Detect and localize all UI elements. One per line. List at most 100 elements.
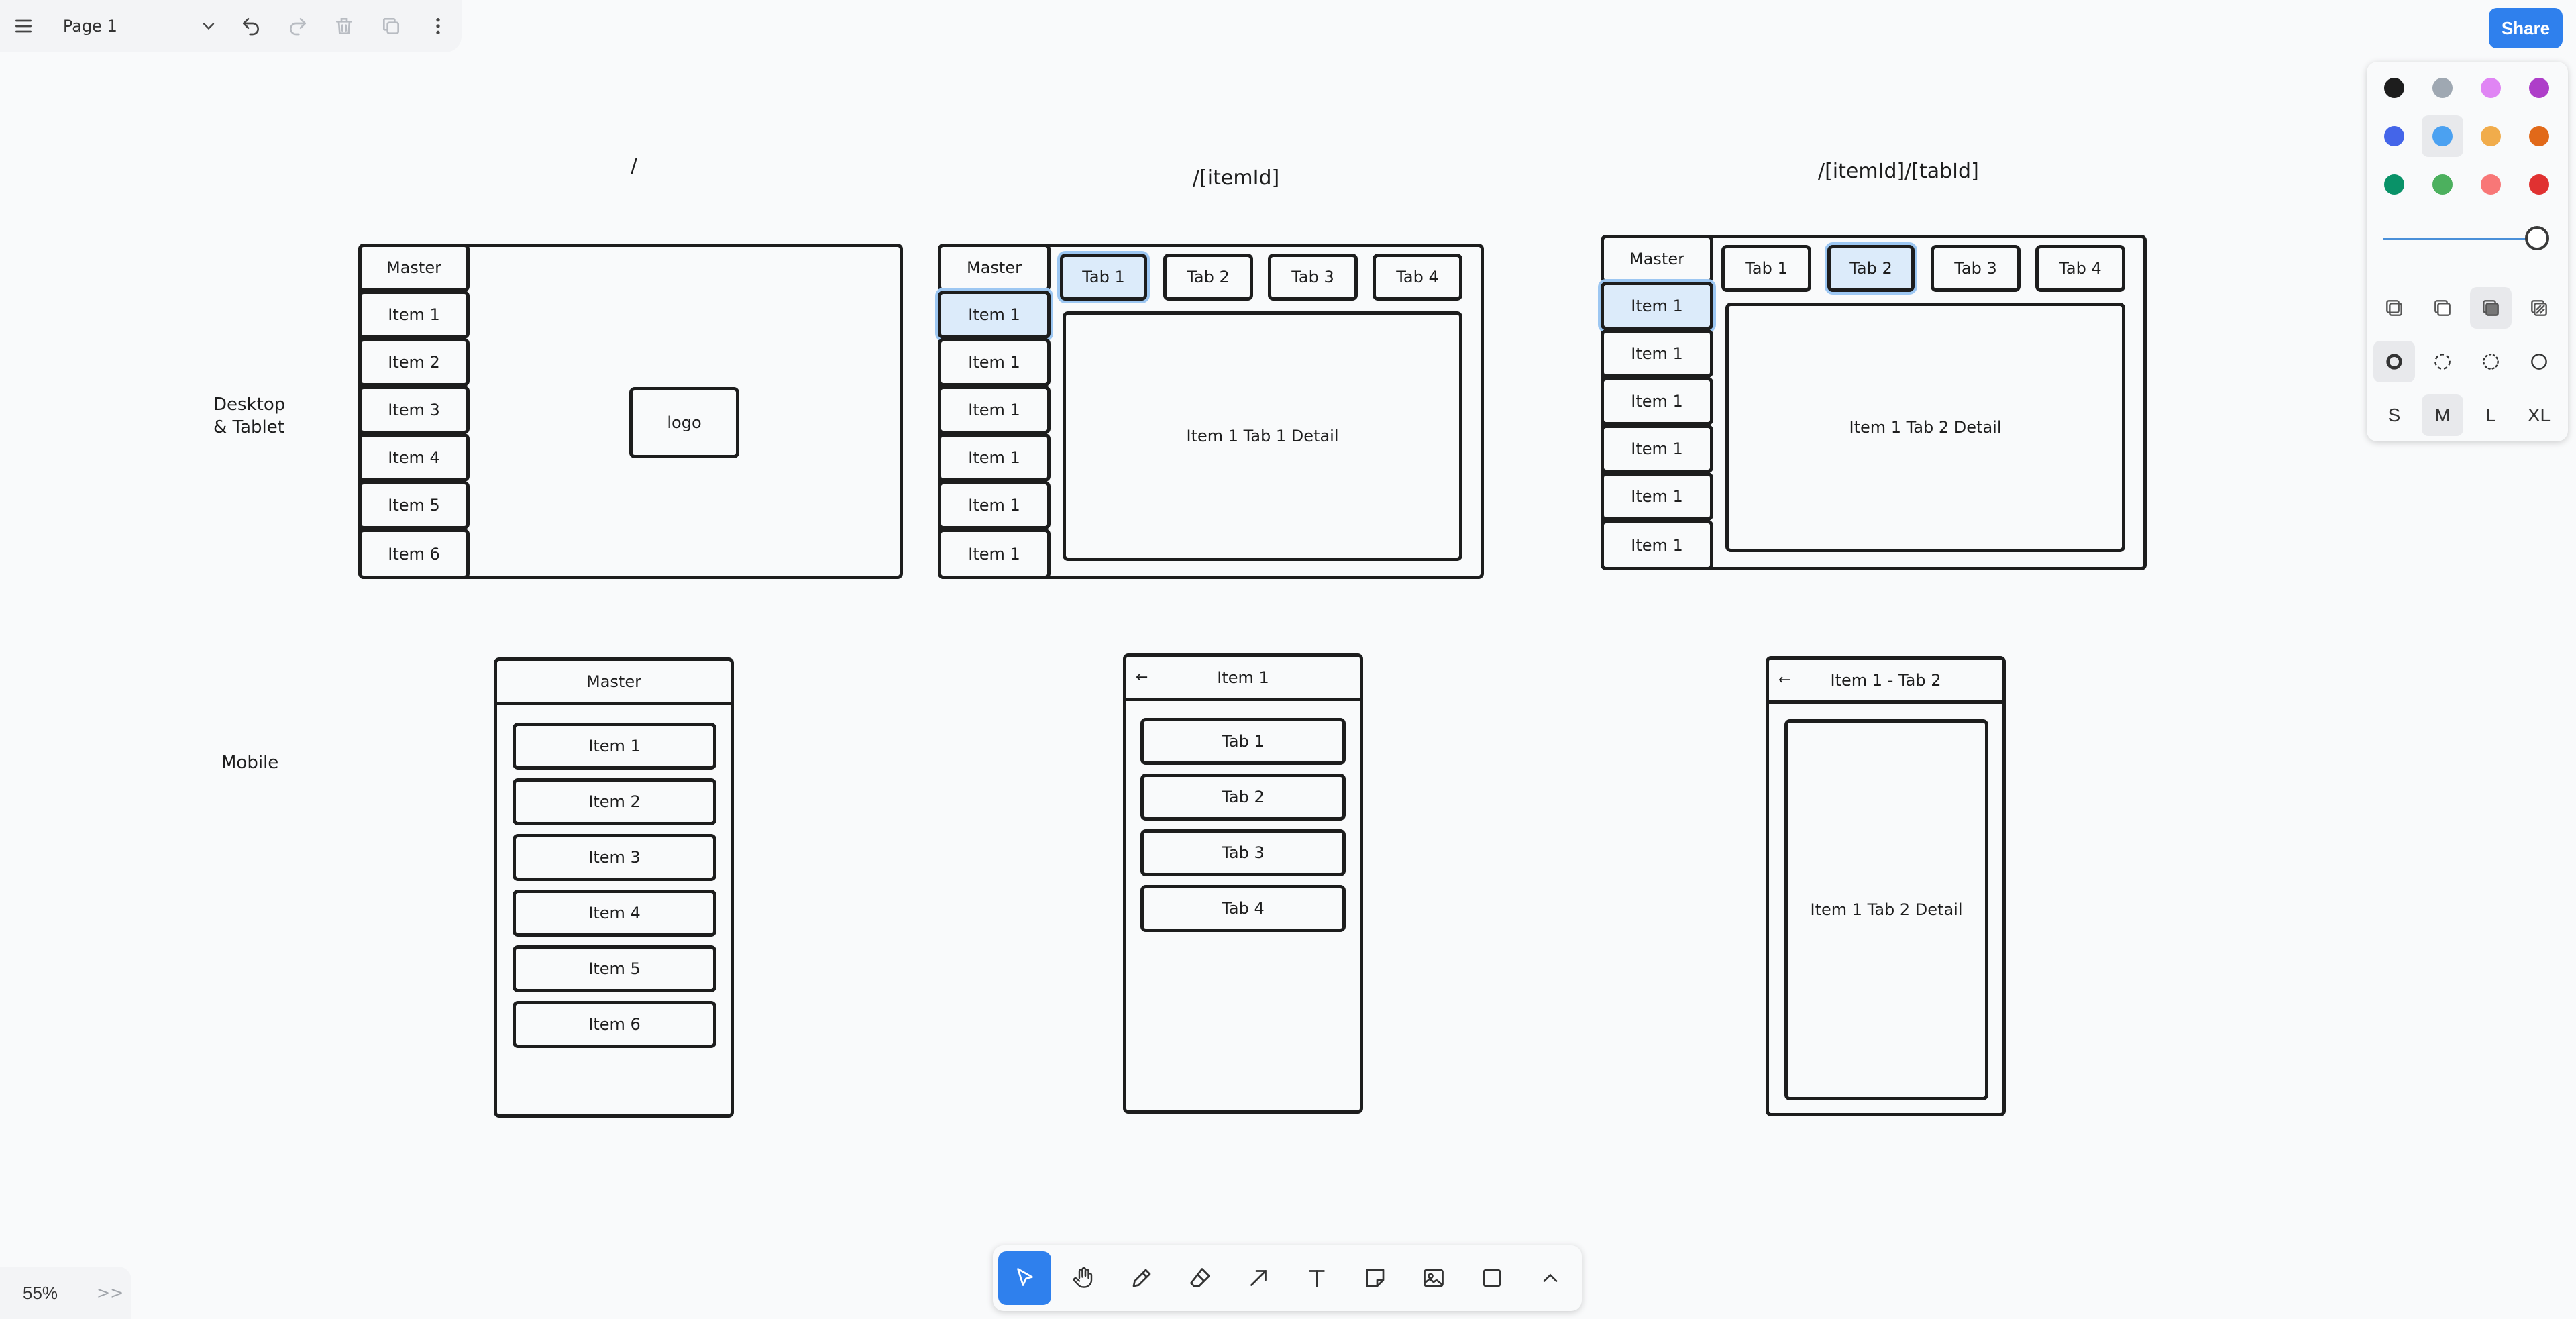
size-l-button[interactable]: L	[2470, 394, 2512, 436]
fill-semi-icon[interactable]	[2422, 287, 2463, 329]
color-swatch[interactable]	[2373, 67, 2415, 109]
item-box[interactable]: Item 1	[938, 481, 1051, 529]
menu-icon[interactable]	[0, 0, 47, 52]
item-box[interactable]: Item 5	[358, 481, 470, 529]
list-item[interactable]: Item 4	[513, 890, 716, 937]
fill-none-icon[interactable]	[2373, 287, 2415, 329]
item-box[interactable]: Item 1	[938, 529, 1051, 579]
item-box[interactable]: Item 2	[358, 338, 470, 386]
more-tools-button[interactable]	[1523, 1251, 1576, 1305]
item-box[interactable]: Item 1	[938, 338, 1051, 386]
logo-box[interactable]: logo	[629, 387, 739, 458]
list-item[interactable]: Item 5	[513, 945, 716, 992]
dash-dotted-icon[interactable]	[2470, 341, 2512, 382]
fill-pattern-icon[interactable]	[2518, 287, 2560, 329]
fill-solid-icon[interactable]	[2470, 287, 2512, 329]
rectangle-tool[interactable]	[1465, 1251, 1518, 1305]
eraser-tool[interactable]	[1173, 1251, 1226, 1305]
list-item[interactable]: Tab 2	[1140, 774, 1346, 821]
size-xl-button[interactable]: XL	[2518, 394, 2560, 436]
item-box[interactable]: Item 3	[358, 386, 470, 434]
zoom-level[interactable]: 55%	[23, 1282, 58, 1303]
color-swatch[interactable]	[2518, 67, 2560, 109]
master-box[interactable]: Master	[358, 244, 470, 292]
color-swatch[interactable]	[2470, 67, 2512, 109]
tab-box-selected[interactable]: Tab 1	[1060, 254, 1147, 301]
tablet-label[interactable]: & Tablet	[213, 417, 284, 437]
tab-box[interactable]: Tab 3	[1268, 254, 1358, 301]
item-box[interactable]: Item 4	[358, 433, 470, 482]
list-item[interactable]: Item 1	[513, 723, 716, 770]
opacity-slider-thumb[interactable]	[2525, 226, 2549, 250]
share-button[interactable]: Share	[2489, 8, 2563, 48]
color-swatch[interactable]	[2470, 115, 2512, 157]
detail-panel[interactable]: Item 1 Tab 2 Detail	[1784, 719, 1988, 1100]
list-item[interactable]: Tab 1	[1140, 718, 1346, 765]
dash-dashed-icon[interactable]	[2422, 341, 2463, 382]
image-tool[interactable]	[1407, 1251, 1460, 1305]
dash-draw-icon[interactable]	[2373, 341, 2415, 382]
tab-box-selected[interactable]: Tab 2	[1827, 245, 1915, 292]
master-box[interactable]: Master	[938, 244, 1051, 292]
size-l-label: L	[2485, 405, 2496, 425]
more-vertical-icon[interactable]	[415, 0, 462, 52]
page-selector[interactable]: Page 1	[47, 6, 225, 46]
item-box[interactable]: Item 1	[1601, 520, 1713, 570]
tab-box[interactable]: Tab 1	[1721, 245, 1811, 292]
back-arrow-icon[interactable]: ←	[1136, 669, 1148, 686]
note-tool[interactable]	[1348, 1251, 1401, 1305]
color-swatch[interactable]	[2422, 164, 2463, 205]
item-box[interactable]: Item 1	[1601, 377, 1713, 425]
color-swatch[interactable]	[2518, 115, 2560, 157]
tab-box[interactable]: Tab 3	[1931, 245, 2021, 292]
list-item[interactable]: Tab 4	[1140, 885, 1346, 932]
trash-icon[interactable]	[321, 0, 368, 52]
arrow-tool[interactable]	[1232, 1251, 1285, 1305]
detail-panel[interactable]: Item 1 Tab 1 Detail	[1063, 311, 1462, 561]
size-m-button[interactable]: M	[2422, 394, 2463, 436]
detail-panel[interactable]: Item 1 Tab 2 Detail	[1725, 303, 2125, 552]
tab-box[interactable]: Tab 4	[1373, 254, 1462, 301]
color-swatch[interactable]	[2422, 67, 2463, 109]
list-item[interactable]: Item 2	[513, 778, 716, 825]
item-box[interactable]: Item 1	[358, 291, 470, 339]
color-swatch[interactable]	[2518, 164, 2560, 205]
undo-icon[interactable]	[227, 0, 274, 52]
item-box[interactable]: Item 1	[1601, 425, 1713, 473]
sticky-note-icon	[1366, 1269, 1384, 1287]
expand-minimap-icon[interactable]: >>	[97, 1283, 124, 1302]
item-box[interactable]: Item 1	[938, 433, 1051, 482]
route-root-label[interactable]: /	[631, 154, 638, 178]
mobile-label[interactable]: Mobile	[221, 753, 279, 773]
duplicate-icon[interactable]	[368, 0, 415, 52]
zoom-control[interactable]: 55% >>	[0, 1267, 131, 1319]
desktop-label[interactable]: Desktop	[213, 394, 286, 415]
item-box-selected[interactable]: Item 1	[938, 291, 1051, 339]
draw-tool[interactable]	[1115, 1251, 1168, 1305]
dash-solid-icon[interactable]	[2518, 341, 2560, 382]
item-box[interactable]: Item 1	[938, 386, 1051, 434]
hand-tool[interactable]	[1057, 1251, 1110, 1305]
tab-box[interactable]: Tab 4	[2035, 245, 2125, 292]
list-item[interactable]: Item 3	[513, 834, 716, 881]
back-arrow-icon[interactable]: ←	[1778, 672, 1791, 688]
list-item[interactable]: Tab 3	[1140, 829, 1346, 876]
item-box-selected[interactable]: Item 1	[1601, 282, 1713, 330]
color-swatch[interactable]	[2373, 164, 2415, 205]
tab-box[interactable]: Tab 2	[1163, 254, 1253, 301]
opacity-slider-track[interactable]	[2383, 238, 2528, 240]
master-box[interactable]: Master	[1601, 235, 1713, 283]
route-item-label[interactable]: /[itemId]	[1193, 166, 1280, 190]
item-box[interactable]: Item 1	[1601, 472, 1713, 521]
select-tool[interactable]	[998, 1251, 1051, 1305]
size-s-button[interactable]: S	[2373, 394, 2415, 436]
item-box[interactable]: Item 6	[358, 529, 470, 579]
color-swatch[interactable]	[2470, 164, 2512, 205]
list-item[interactable]: Item 6	[513, 1001, 716, 1048]
redo-icon[interactable]	[274, 0, 321, 52]
item-box[interactable]: Item 1	[1601, 329, 1713, 378]
route-tab-label[interactable]: /[itemId]/[tabId]	[1818, 160, 1979, 183]
color-swatch[interactable]	[2422, 115, 2463, 157]
color-swatch[interactable]	[2373, 115, 2415, 157]
text-tool[interactable]	[1290, 1251, 1343, 1305]
